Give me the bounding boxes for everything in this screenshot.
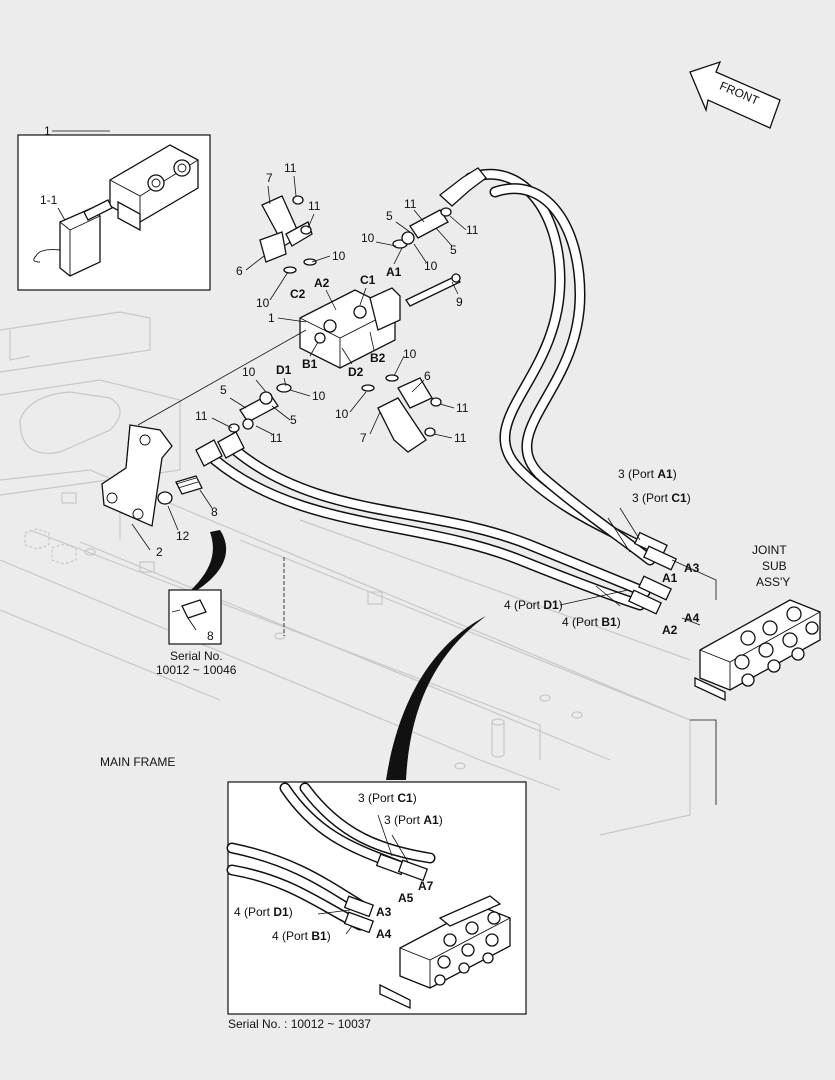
label-p10h: 10 <box>312 389 326 403</box>
front-arrow: FRONT <box>689 60 781 129</box>
joint-port-a3: A3 <box>684 561 700 575</box>
main-frame-label: MAIN FRAME <box>100 755 175 769</box>
label-p11f: 11 <box>454 431 467 445</box>
label-p2: 2 <box>156 545 163 559</box>
serial-small-line2: 10012 ~ 10046 <box>156 663 237 677</box>
label-p8: 8 <box>211 505 218 519</box>
label-p11d: 11 <box>466 223 479 237</box>
hose-label-3: 4 (Port D1) <box>504 598 563 612</box>
joint-label-1: JOINT <box>752 543 787 557</box>
bracket-assembly <box>101 424 203 527</box>
label-p11b: 11 <box>308 199 321 213</box>
label-p11g: 11 <box>195 409 208 423</box>
label-port-a1: A1 <box>386 265 402 279</box>
serial-small-line1: Serial No. <box>170 649 223 663</box>
joint-port-a1: A1 <box>662 571 678 585</box>
serial-small-part: 8 <box>207 629 214 643</box>
bottom-inset <box>226 781 527 1015</box>
joint-port-a4: A4 <box>684 611 700 625</box>
leaders-joint <box>559 507 717 805</box>
label-p5d: 5 <box>290 413 297 427</box>
label-p10g: 10 <box>242 365 256 379</box>
inset-port-a5: A5 <box>398 891 414 905</box>
inset-title-number: 1 <box>44 124 51 138</box>
label-p7b: 7 <box>360 431 367 445</box>
joint-sub-assy <box>694 599 821 702</box>
label-p6b: 6 <box>424 369 431 383</box>
label-port-d1: D1 <box>276 363 292 377</box>
label-p9: 9 <box>456 295 463 309</box>
inset-port-a3: A3 <box>376 905 392 919</box>
label-p11a: 11 <box>284 161 297 175</box>
label-p12: 12 <box>176 529 190 543</box>
inset-port-a7: A7 <box>418 879 434 893</box>
hose-label-4: 4 (Port B1) <box>562 615 621 629</box>
label-port-c2: C2 <box>290 287 306 301</box>
part-labels: 1 2 7 11 11 6 10 10 C2 A2 C1 A1 10 5 11 … <box>131 161 479 559</box>
inset-port-a4: A4 <box>376 927 392 941</box>
label-p11h: 11 <box>270 431 283 445</box>
hoses-main <box>195 167 677 615</box>
inset-serial-label: Serial No. : 10012 ~ 10037 <box>228 1017 371 1031</box>
joint-label-3: ASS'Y <box>756 575 790 589</box>
label-p11e: 11 <box>456 401 469 415</box>
joint-label-2: SUB <box>762 559 787 573</box>
label-p5b: 5 <box>450 243 457 257</box>
label-port-b2: B2 <box>370 351 386 365</box>
hose-labels-main: 3 (Port A1) 3 (Port C1) 4 (Port D1) 4 (P… <box>100 467 790 769</box>
label-p10c: 10 <box>361 231 375 245</box>
inset-hose-label-4: 4 (Port B1) <box>272 929 331 943</box>
label-p10e: 10 <box>403 347 417 361</box>
label-port-d2: D2 <box>348 365 364 379</box>
label-port-b1: B1 <box>302 357 318 371</box>
label-p10d: 10 <box>424 259 438 273</box>
hose-label-2: 3 (Port C1) <box>632 491 691 505</box>
label-p6a: 6 <box>236 264 243 278</box>
label-p10f: 10 <box>335 407 349 421</box>
label-p1: 1 <box>268 311 275 325</box>
inset-hose-label-2: 3 (Port A1) <box>384 813 443 827</box>
label-p11c: 11 <box>404 197 417 211</box>
callout-pointers <box>180 530 486 780</box>
label-p5a: 5 <box>386 209 393 223</box>
joint-port-a2: A2 <box>662 623 678 637</box>
label-p7a: 7 <box>266 171 273 185</box>
label-port-c1: C1 <box>360 273 376 287</box>
hose-labels-inset: 3 (Port C1) 3 (Port A1) 4 (Port D1) 4 (P… <box>228 791 443 1031</box>
label-p10a: 10 <box>332 249 346 263</box>
valve-inset: 1 1-1 <box>17 124 211 291</box>
inset-hose-label-3: 4 (Port D1) <box>234 905 293 919</box>
label-p10b: 10 <box>256 296 270 310</box>
label-p5c: 5 <box>220 383 227 397</box>
label-port-a2: A2 <box>314 276 330 290</box>
hose-label-1: 3 (Port A1) <box>618 467 677 481</box>
valve-block <box>228 195 461 453</box>
serial-small-inset: 8 Serial No. 10012 ~ 10046 <box>156 589 237 677</box>
inset-sub-number: 1-1 <box>40 193 58 207</box>
inset-hose-label-1: 3 (Port C1) <box>358 791 417 805</box>
